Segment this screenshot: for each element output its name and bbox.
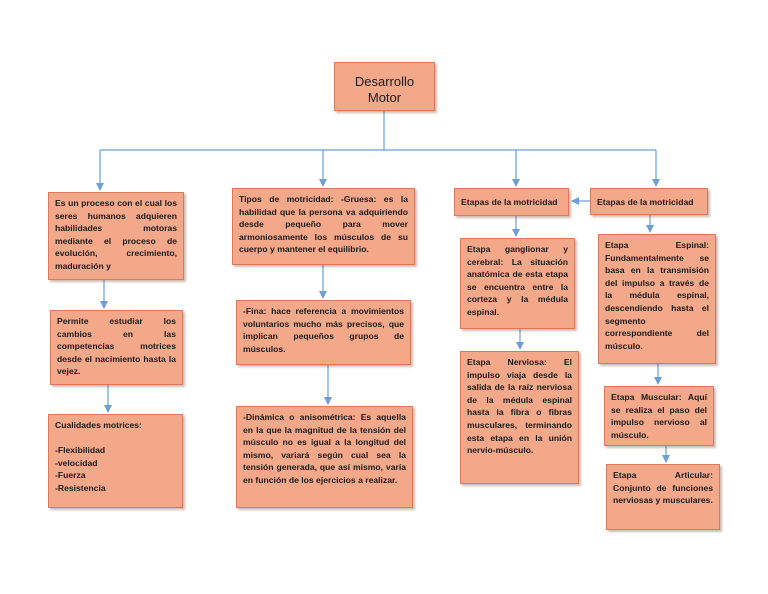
dynamic-motor-node: -Dinámica o anisométrica: Es aquella en …	[236, 406, 413, 508]
study-node: Permite estudiar los cambios en las comp…	[50, 310, 183, 385]
qualities-node: Cualidades motrices: -Flexibilidad -velo…	[48, 414, 183, 508]
stages-header-node: Etapas de la motricidad	[454, 188, 569, 216]
fine-motor-node: -Fina: hace referencia a movimientos vol…	[236, 300, 411, 365]
root-node: Desarrollo Motor	[334, 62, 435, 111]
ganglionar-stage-node: Etapa ganglionar y cerebral: La situació…	[460, 238, 575, 329]
articular-stage-node: Etapa Articular: Conjunto de funciones n…	[606, 464, 720, 530]
gross-motor-node: Tipos de motricidad: -Gruesa: es la habi…	[232, 188, 415, 265]
nervous-stage-node: Etapa Nerviosa: El impulso viaja desde l…	[460, 351, 579, 484]
definition-node: Es un proceso con el cual los seres huma…	[48, 192, 184, 280]
spinal-stage-node: Etapa Espinal: Fundamentalmente se basa …	[598, 234, 716, 364]
muscular-stage-node: Etapa Muscular: Aquí se realiza el paso …	[604, 386, 714, 446]
stages-header-node-2: Etapas de la motricidad	[590, 188, 708, 215]
